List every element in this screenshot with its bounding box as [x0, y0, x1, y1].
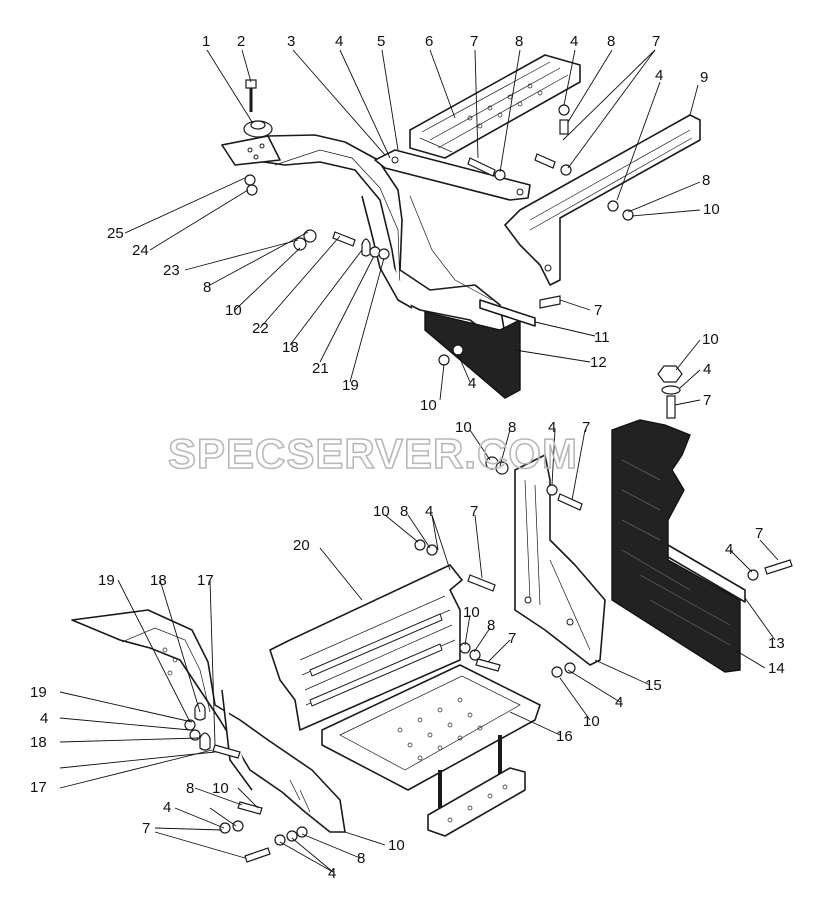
callout-c7f: 7: [470, 503, 478, 520]
callout-c8c: 8: [702, 172, 710, 189]
callout-c8g: 8: [487, 617, 495, 634]
watermark: SPECSERVER.COM: [168, 430, 578, 477]
callout-c19b: 19: [98, 572, 115, 589]
callout-c22: 22: [252, 320, 269, 337]
callout-c4h: 4: [725, 541, 733, 558]
upper-step: [409, 54, 581, 159]
callout-c15: 15: [645, 677, 662, 694]
callout-c4i: 4: [615, 694, 623, 711]
callout-c13: 13: [768, 635, 785, 652]
callout-c8i: 8: [357, 850, 365, 867]
callout-c10c: 10: [420, 397, 437, 414]
bracket-rail: [374, 149, 531, 201]
callout-c8a: 8: [515, 33, 523, 50]
callout-c8d: 8: [203, 279, 211, 296]
callout-c25: 25: [107, 225, 124, 242]
callout-c4c: 4: [655, 67, 663, 84]
callout-labels: 1 2 3 4 5 6 7 8 4 8 7 4 9 8 10 25 24 23 …: [30, 33, 785, 882]
callout-c4g: 4: [425, 503, 433, 520]
callout-c5: 5: [377, 33, 385, 50]
callout-c10b: 10: [225, 302, 242, 319]
callout-c10j: 10: [388, 837, 405, 854]
callout-c7c: 7: [594, 302, 602, 319]
lower-step: [321, 664, 541, 791]
callout-c7i: 7: [142, 820, 150, 837]
callout-c1: 1: [202, 33, 210, 50]
callout-c10e: 10: [455, 419, 472, 436]
side-bracket: [514, 454, 606, 666]
callout-c4b: 4: [570, 33, 578, 50]
callout-c4e: 4: [703, 361, 711, 378]
callout-c6: 6: [425, 33, 433, 50]
upper-mudguard: [221, 134, 506, 336]
callout-c10d: 10: [702, 331, 719, 348]
callout-c7e: 7: [582, 419, 590, 436]
callout-c4f: 4: [548, 419, 556, 436]
callout-c23: 23: [163, 262, 180, 279]
center-lower-assembly: [269, 539, 541, 837]
callout-c4d: 4: [468, 375, 476, 392]
callout-c9: 9: [700, 69, 708, 86]
callout-c18a: 18: [282, 339, 299, 356]
callout-c8h: 8: [186, 780, 194, 797]
callout-c7h: 7: [508, 630, 516, 647]
callout-c8f: 8: [400, 503, 408, 520]
right-mud-flap: [611, 419, 741, 673]
callout-c2: 2: [237, 33, 245, 50]
callout-c7a: 7: [470, 33, 478, 50]
callout-c3: 3: [287, 33, 295, 50]
right-assembly: [485, 365, 793, 678]
callout-c12: 12: [590, 354, 607, 371]
callout-c10a: 10: [703, 201, 720, 218]
callout-c4k: 4: [163, 799, 171, 816]
callout-c24: 24: [132, 242, 149, 259]
upper-mud-flap: [424, 311, 521, 399]
callout-c8e: 8: [508, 419, 516, 436]
callout-c18b: 18: [150, 572, 167, 589]
callout-c19a: 19: [342, 377, 359, 394]
callout-c4l: 4: [328, 865, 336, 882]
callout-c8b: 8: [607, 33, 615, 50]
callout-c4a: 4: [335, 33, 343, 50]
callout-c10i: 10: [212, 780, 229, 797]
rear-bracket: [504, 114, 701, 286]
callout-c18c: 18: [30, 734, 47, 751]
callout-c17a: 17: [197, 572, 214, 589]
callout-c17b: 17: [30, 779, 47, 796]
lower-mudguard: [71, 609, 346, 833]
callout-c11: 11: [594, 329, 610, 346]
callout-c16: 16: [556, 728, 573, 745]
callout-c10g: 10: [463, 604, 480, 621]
callout-c7b: 7: [652, 33, 660, 50]
callout-c14: 14: [768, 660, 785, 677]
callout-c21: 21: [312, 360, 329, 377]
callout-c10h: 10: [583, 713, 600, 730]
callout-c7d: 7: [703, 392, 711, 409]
callout-c10f: 10: [373, 503, 390, 520]
leader-lines: [59, 49, 779, 873]
callout-c7g: 7: [755, 525, 763, 542]
callout-c20: 20: [293, 537, 310, 554]
callout-c19c: 19: [30, 684, 47, 701]
callout-c4j: 4: [40, 710, 48, 727]
upper-assembly: [221, 54, 701, 399]
